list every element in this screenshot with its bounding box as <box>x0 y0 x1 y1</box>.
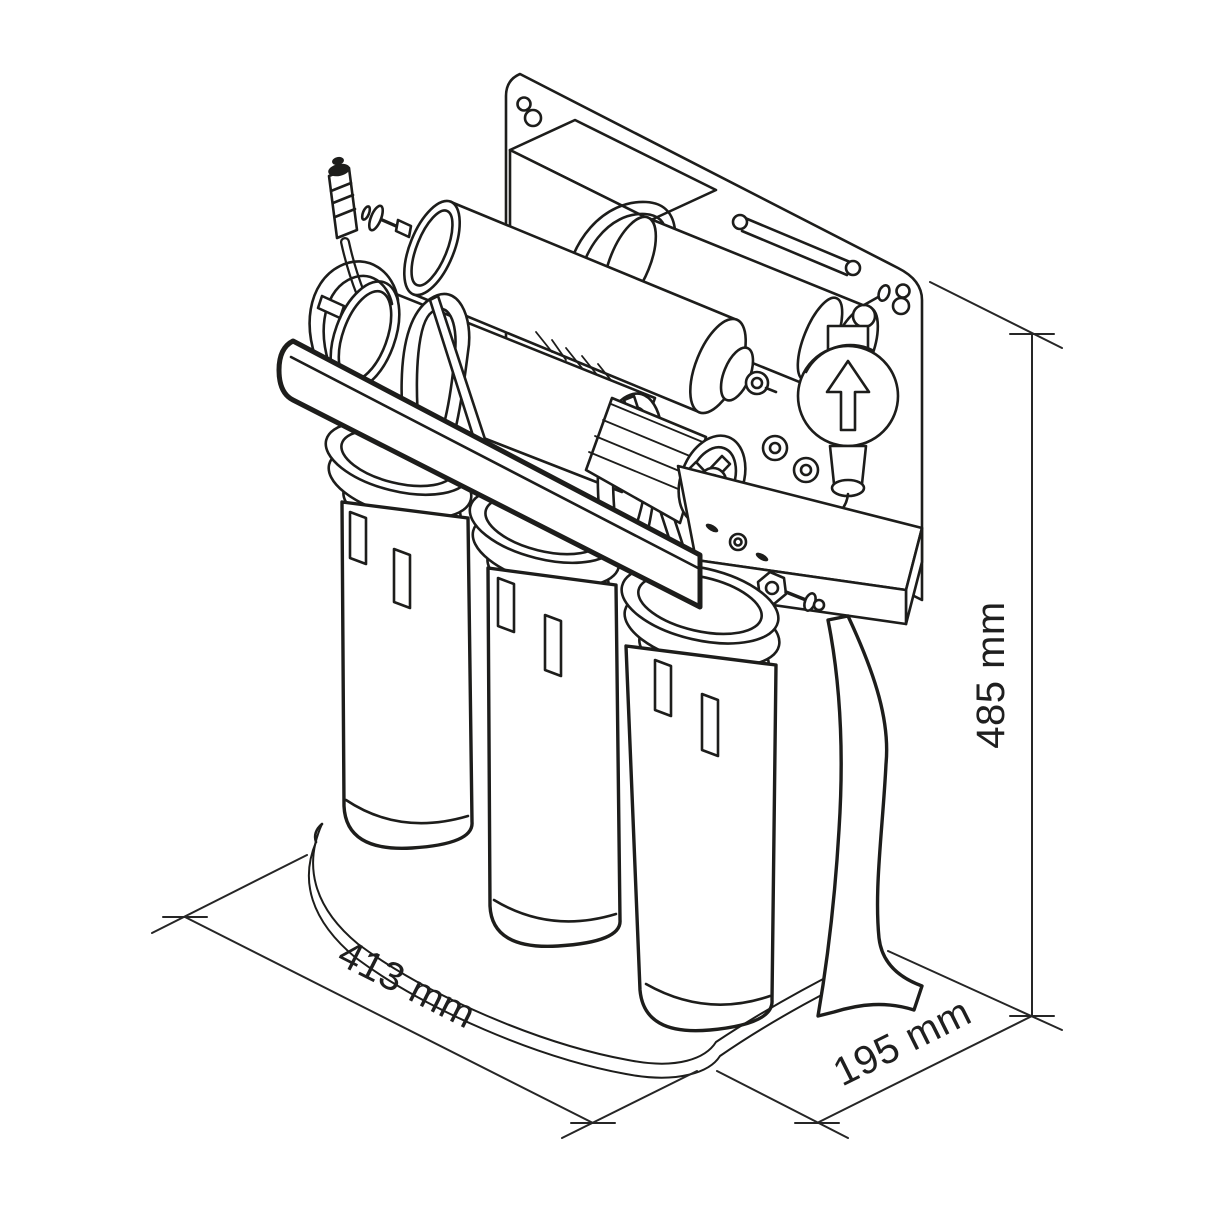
keyhole-slot-right <box>891 283 911 316</box>
dimension-height: 485 mm <box>969 333 1055 1017</box>
mounting-bar <box>276 338 703 610</box>
membrane-housing-main <box>327 156 778 415</box>
dimension-width-label: 413 mm <box>331 932 482 1038</box>
dimension-height-label: 485 mm <box>969 601 1013 749</box>
flow-direction-arrow <box>825 359 871 432</box>
booster-pump-head <box>796 324 900 518</box>
stand-leg <box>816 614 924 1018</box>
keyhole-slot-left <box>516 96 543 128</box>
quick-connect-fitting <box>327 156 359 240</box>
filter-canister-right <box>620 563 781 1033</box>
bracket-shelf <box>676 464 924 626</box>
